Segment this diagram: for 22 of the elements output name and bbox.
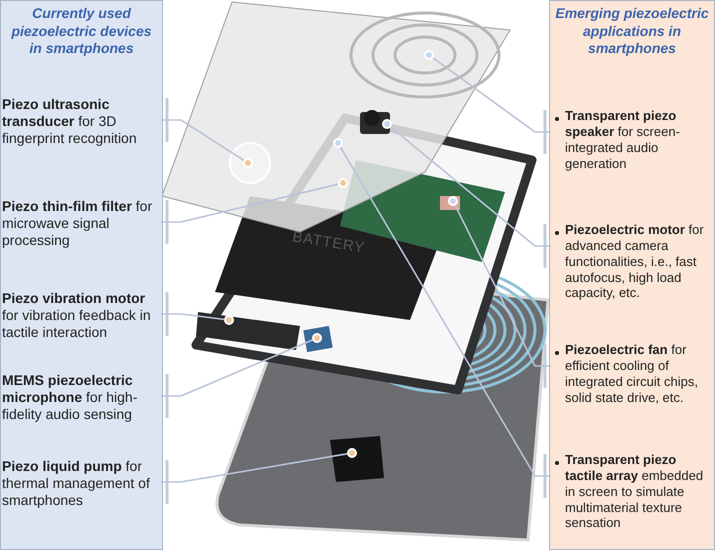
leader-line: [161, 183, 338, 223]
panel-title: Currently used piezoelectric devices in smartphones: [10, 5, 153, 58]
side-panel: [549, 0, 715, 550]
leader-line: [161, 119, 244, 161]
leader-line: [161, 453, 348, 483]
leader-line: [161, 313, 224, 320]
side-panel: [0, 0, 163, 550]
callout-text: Piezo thin-film filter for microwave signal processing: [2, 198, 161, 250]
callout-text: Piezoelectric fan for efficient cooling of integrated circuit chips, solid state drive, etc.: [565, 342, 713, 406]
leader-line: [432, 57, 551, 133]
leader-line: [161, 339, 313, 397]
callout-text: Transparent piezo speaker for screen-integrated audio generation: [565, 108, 713, 172]
callout-text: Piezoelectric motor for advanced camera functionalities, i.e., fast autofocus, high load capacity, etc.: [565, 222, 713, 302]
callout-text: Piezo ultrasonic transducer for 3D fingerprint recognition: [2, 96, 161, 148]
leader-line: [454, 205, 551, 367]
callout-text: MEMS piezoelectric microphone for high-fidelity audio sensing: [2, 372, 161, 424]
leader-line: [390, 126, 551, 247]
callout-text: Piezo vibration motor for vibration feedback in tactile interaction: [2, 290, 161, 342]
callout-text: Transparent piezo tactile array embedded in screen to simulate multimaterial texture sensation: [565, 452, 713, 532]
panel-title: Emerging piezoelectric applications in smartphones: [554, 5, 710, 58]
callout-text: Piezo liquid pump for thermal management of smartphones: [2, 458, 161, 510]
leader-line: [340, 146, 551, 477]
